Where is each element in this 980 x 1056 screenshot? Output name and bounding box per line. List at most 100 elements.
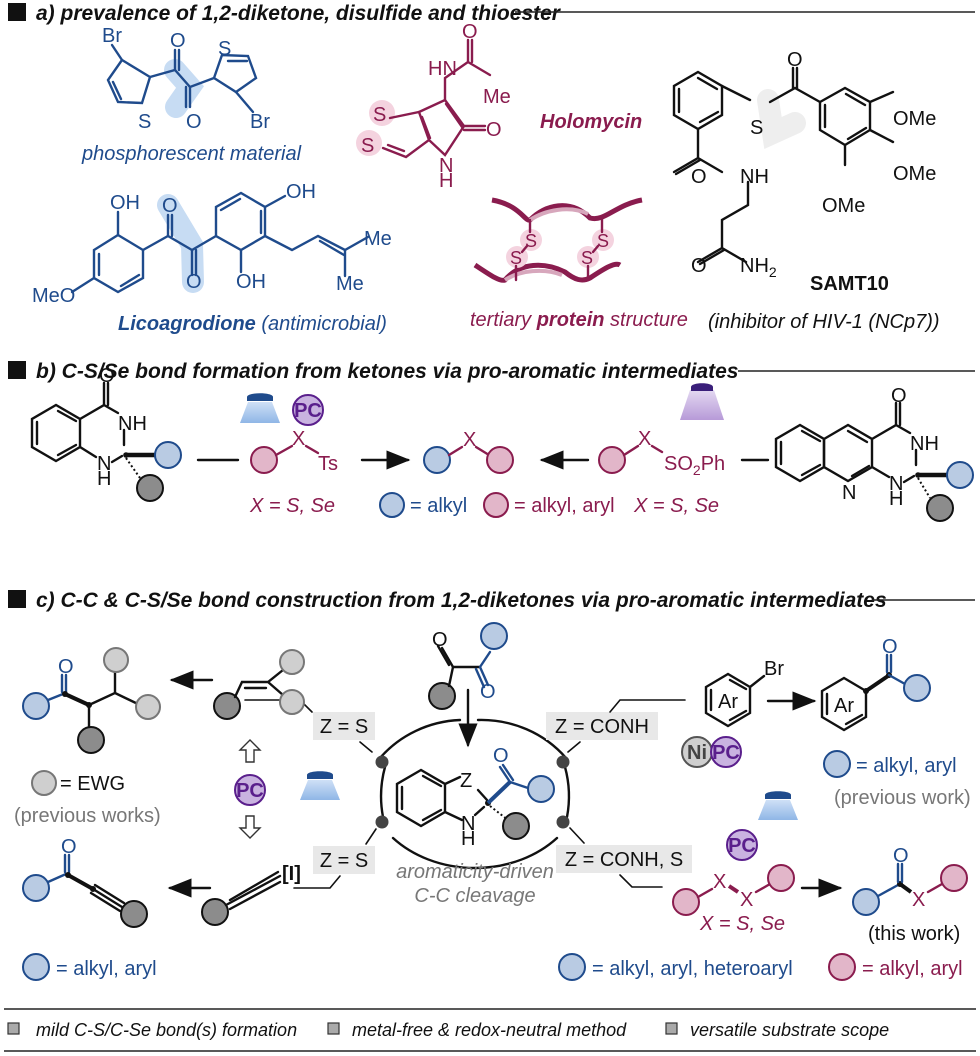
atom-label: O [493, 745, 509, 767]
leaving-group: SO2Ph [664, 453, 725, 478]
atom-label: OH [110, 192, 140, 214]
atom-label: N [439, 155, 453, 177]
atom-label: X [713, 871, 726, 893]
atom-label: O [432, 629, 448, 651]
svg-text:Ni: Ni [687, 742, 707, 764]
photocatalyst-icon [710, 736, 742, 768]
tag-top-right [546, 712, 658, 740]
photocatalyst-icon [726, 829, 758, 861]
atom-label: N [842, 482, 856, 504]
thioester-highlight [757, 89, 806, 150]
atom-label: S [361, 135, 374, 157]
feature-item: metal-free & redox-neutral method [352, 1020, 627, 1040]
tag-bottom-right [556, 845, 692, 873]
compound-dithienyl-diketone: Br O S O S Br phosphorescent material [81, 25, 302, 165]
branch-disulfide: PC X X X = S, Se O X (this work) = alkyl… [558, 829, 968, 981]
x-definition: X = S, Se [249, 495, 335, 517]
x-definition: X = S, Se [699, 913, 785, 935]
atom-label: H [889, 488, 903, 510]
cycle-caption-line2: C-C cleavage [414, 885, 535, 907]
feature-item: versatile substrate scope [690, 1020, 889, 1040]
atom-label: S [750, 117, 763, 139]
atom-label: S [218, 38, 231, 60]
sulfonyl-reagent-so2ph: X SO2Ph X = S, Se [598, 383, 725, 517]
atom-label: NH [910, 433, 939, 455]
compound-caption: (inhibitor of HIV-1 (NCp7)) [708, 311, 940, 333]
atom-label: Z [460, 770, 472, 792]
ring-label: Ar [834, 695, 854, 717]
branch-alkene-ewg: O = EWG (previous works) PC [14, 647, 340, 839]
gray-substituent-circle [136, 474, 164, 502]
atom-label: O [691, 255, 707, 277]
compound-caption: tertiary protein structure [470, 309, 688, 331]
atom-label: H [461, 828, 475, 850]
hollow-up-arrow-icon [238, 739, 262, 763]
compound-caption: Licoagrodione (antimicrobial) [118, 313, 387, 335]
legend-text: = alkyl, aryl [514, 495, 615, 517]
blue-light-lamp-icon [300, 780, 340, 800]
atom-label: S [525, 231, 537, 251]
node-dot [375, 755, 389, 769]
atom-label: H [439, 170, 453, 192]
photocatalyst-icon [292, 394, 324, 426]
catalyst-label: PC [294, 400, 322, 422]
atom-label: MeO [32, 285, 75, 307]
svg-text:PC: PC [236, 780, 264, 802]
photocatalyst-icon [234, 774, 266, 806]
legend-text: = alkyl, aryl, heteroaryl [592, 958, 793, 980]
section-b-bullet [8, 361, 26, 379]
svg-text:Z = CONH, S: Z = CONH, S [565, 849, 683, 871]
atom-label: N [461, 813, 475, 835]
feature-bullet [7, 1022, 20, 1035]
atom-label: NH [118, 413, 147, 435]
section-a-title: a) prevalence of 1,2-diketone, disulfide… [36, 2, 562, 25]
pyrimidoquinoline-intermediate: O NH N N H [774, 385, 974, 522]
features-footer: mild C-S/C-Se bond(s) formation metal-fr… [4, 1008, 976, 1052]
tag-top-left [313, 712, 375, 740]
svg-text:Z = CONH: Z = CONH [555, 716, 649, 738]
feature-item: mild C-S/C-Se bond(s) formation [36, 1020, 297, 1040]
leaving-group: Ts [318, 453, 338, 475]
atom-label: O [186, 271, 202, 293]
central-cycle: O Z N H aromaticity-driven C-C cleavage [375, 718, 571, 907]
atom-label: Br [764, 658, 784, 680]
atom-label: S [138, 111, 151, 133]
node-dot [375, 815, 389, 829]
diketone-highlight [164, 59, 204, 118]
section-b-legend: = alkyl = alkyl, aryl [379, 492, 615, 518]
tag-bottom-left [313, 846, 375, 874]
svg-text:Z = S: Z = S [320, 716, 368, 738]
compound-caption: phosphorescent material [81, 143, 302, 165]
node-dot [556, 755, 570, 769]
branch-note: (previous works) [14, 805, 161, 827]
legend-text: = alkyl [410, 495, 467, 517]
atom-label: O [691, 166, 707, 188]
compound-samt10: S O OMe OMe OMe O NH O NH2 SAMT10 (inhib… [672, 49, 940, 333]
section-b: b) C-S/Se bond formation from ketones vi… [8, 360, 975, 522]
atom-label: S [597, 231, 609, 251]
atom-label: Br [102, 25, 122, 47]
atom-label: O [186, 111, 202, 133]
z-tags: Z = S Z = S Z = CONH Z = CONH, S [244, 699, 692, 889]
atom-label: O [61, 836, 77, 858]
branch-note: (previous work) [834, 787, 971, 809]
atom-label: NH2 [740, 255, 777, 280]
section-c-bullet [8, 590, 26, 608]
atom-label: Br [250, 111, 270, 133]
atom-label: O [891, 385, 907, 407]
section-c: c) C-C & C-S/Se bond construction from 1… [8, 589, 975, 981]
blue-light-lamp-icon [240, 402, 280, 423]
atom-label: O [58, 656, 74, 678]
node-dot [556, 815, 570, 829]
sulfonyl-reagent-ts: PC X Ts X = S, Se [240, 393, 338, 517]
blue-substituent-circle [154, 441, 182, 469]
compound-name: Holomycin [540, 111, 642, 133]
legend-text: = alkyl, aryl [862, 958, 963, 980]
svg-text:Z = S: Z = S [320, 850, 368, 872]
branch-alkyne: [I] O = alkyl, aryl [22, 836, 301, 981]
atom-label: Me [336, 273, 364, 295]
atom-label: O [486, 119, 502, 141]
atom-label: X [292, 428, 305, 450]
section-a-bullet [8, 3, 26, 21]
